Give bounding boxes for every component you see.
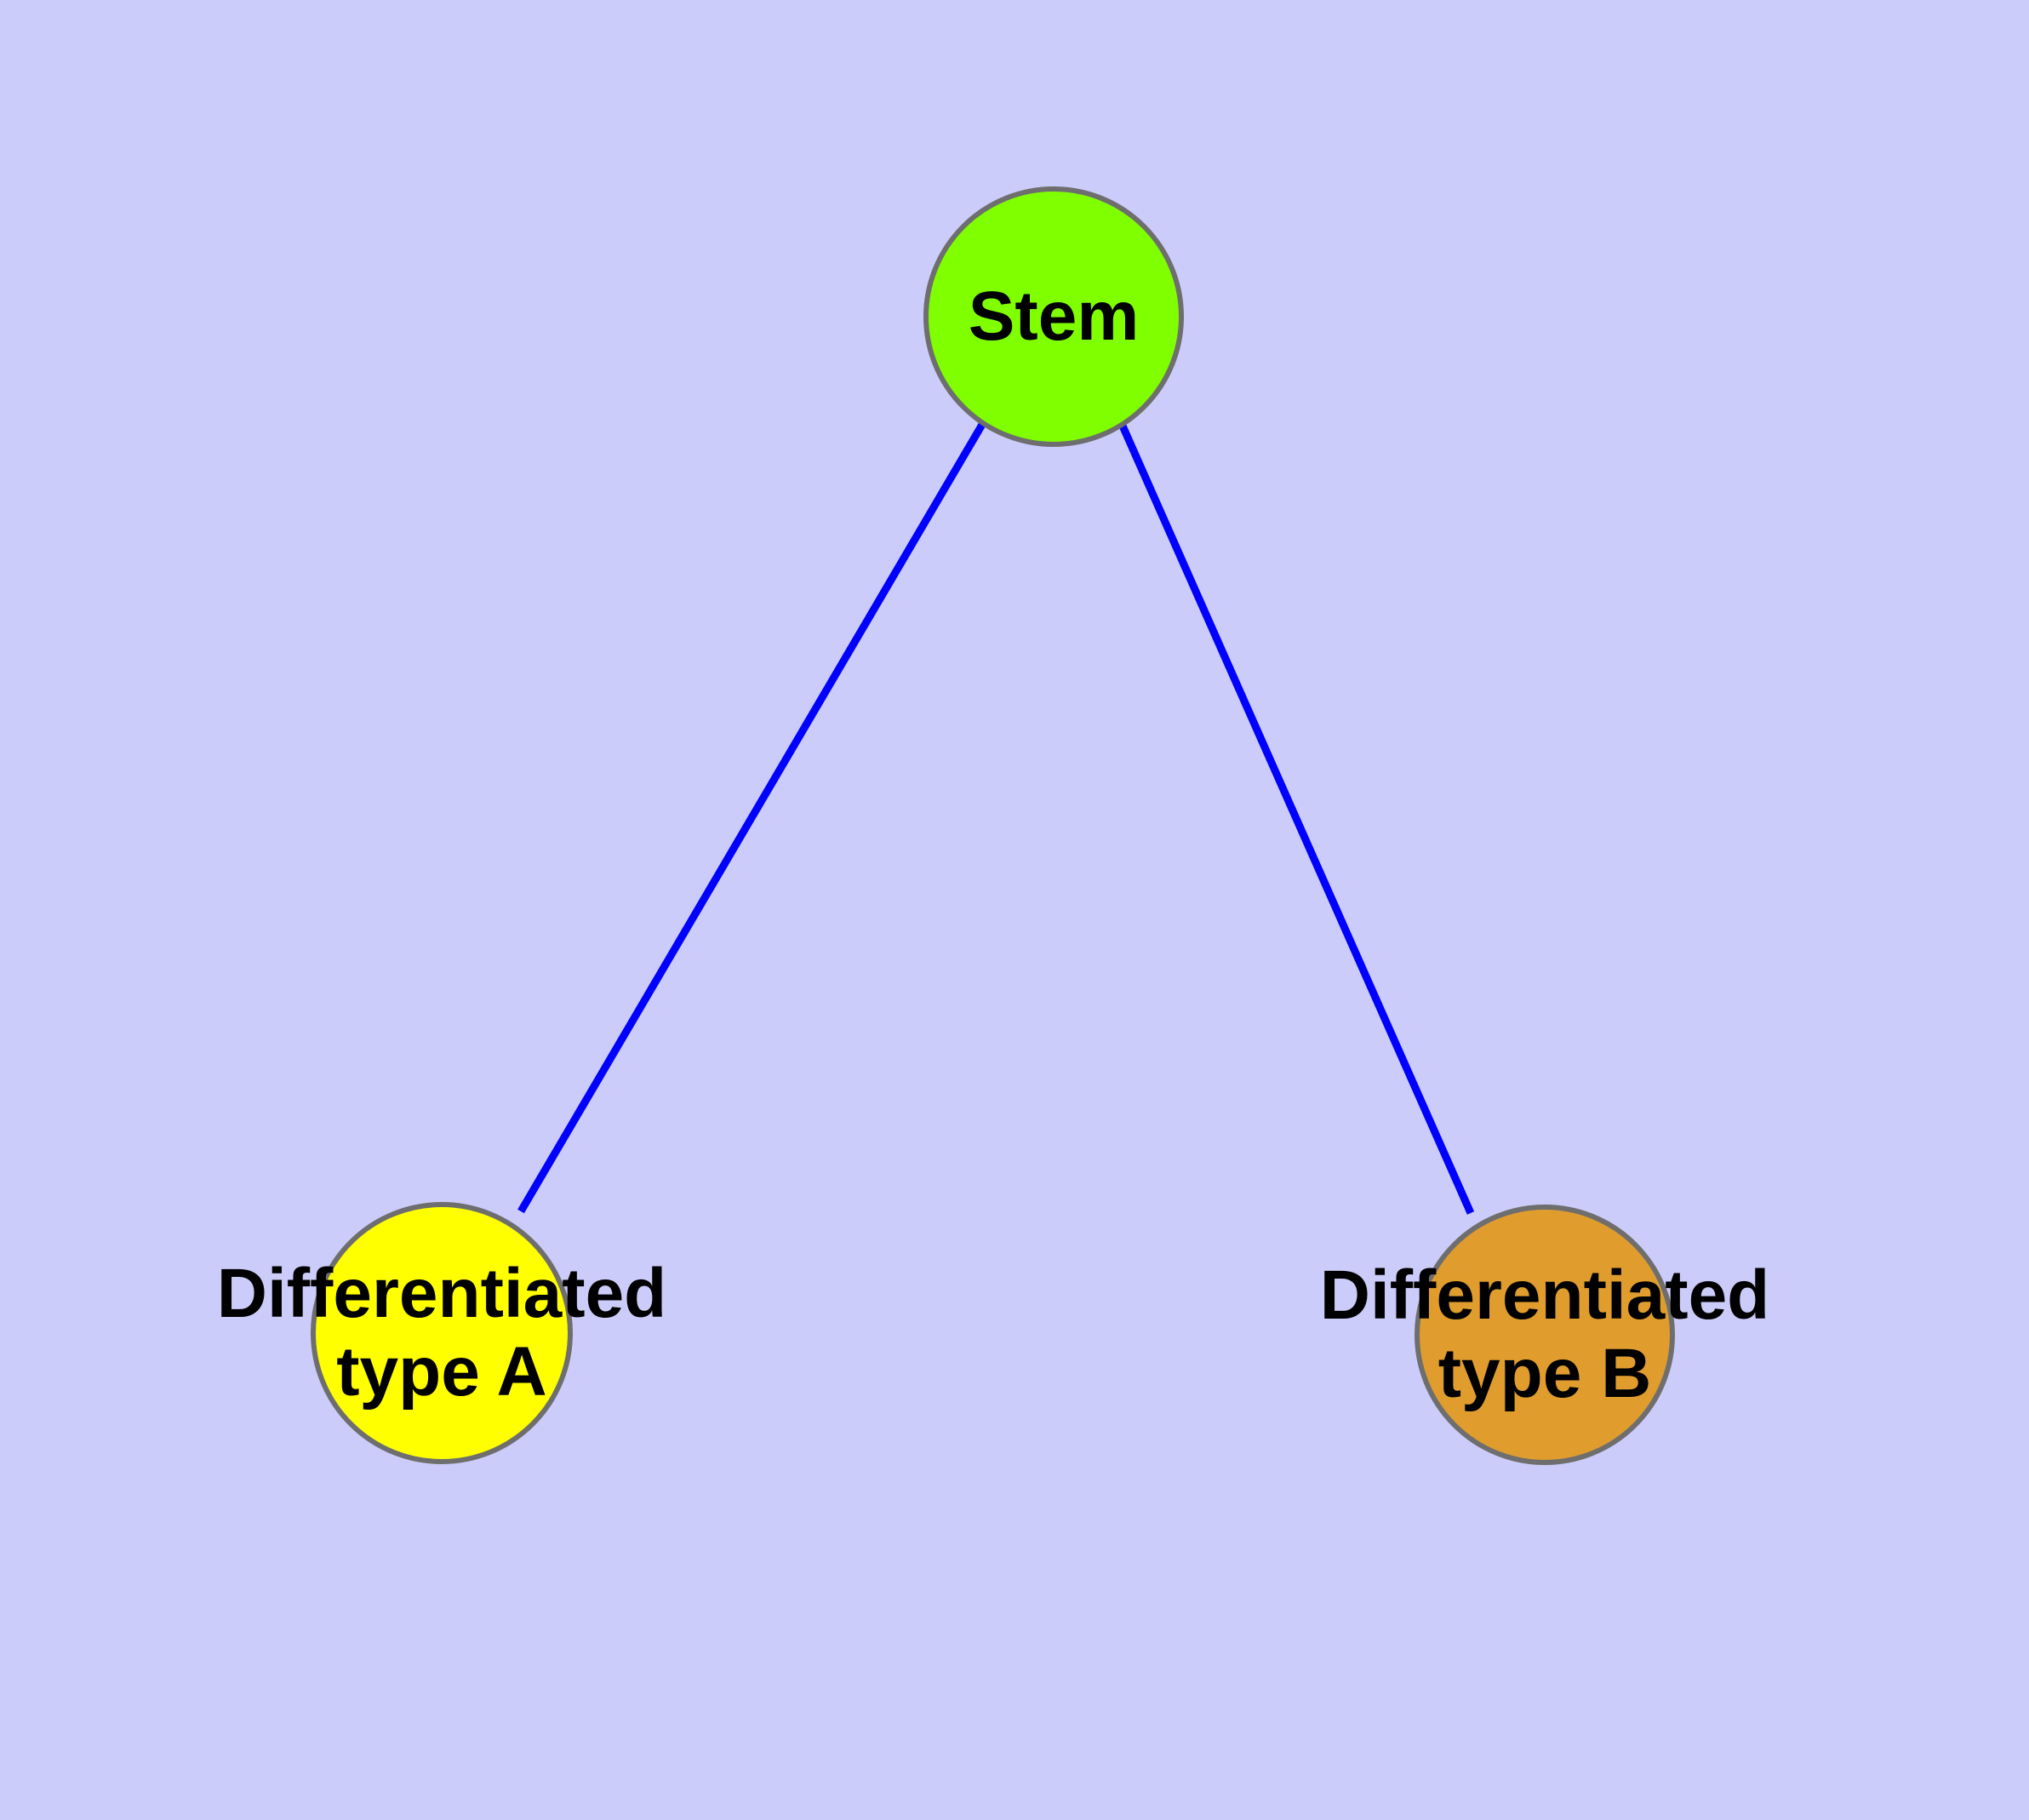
node-differentiated-type-a[interactable] (311, 1202, 573, 1464)
node-differentiated-type-b[interactable] (1415, 1205, 1675, 1465)
edge-stem-to-differentiated-type-b[interactable] (1117, 422, 1475, 1215)
node-stem[interactable] (923, 186, 1184, 447)
edge-stem-to-differentiated-type-a[interactable] (517, 421, 986, 1214)
